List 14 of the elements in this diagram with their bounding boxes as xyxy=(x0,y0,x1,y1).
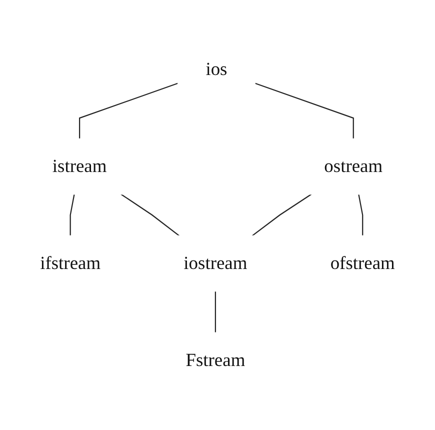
connector xyxy=(358,194,364,236)
connector xyxy=(252,194,312,236)
node-text: ios xyxy=(206,59,228,80)
node-text: Fstream xyxy=(186,350,246,371)
node-text: ifstream xyxy=(40,253,101,274)
connector xyxy=(214,291,216,333)
node-text: ostream xyxy=(324,156,383,177)
connector xyxy=(254,82,354,139)
node-text: iostream xyxy=(184,253,248,274)
node-text: ofstream xyxy=(330,253,395,274)
node-text: istream xyxy=(52,156,107,177)
connector xyxy=(70,194,75,236)
connector xyxy=(120,194,180,236)
connector xyxy=(79,82,178,139)
